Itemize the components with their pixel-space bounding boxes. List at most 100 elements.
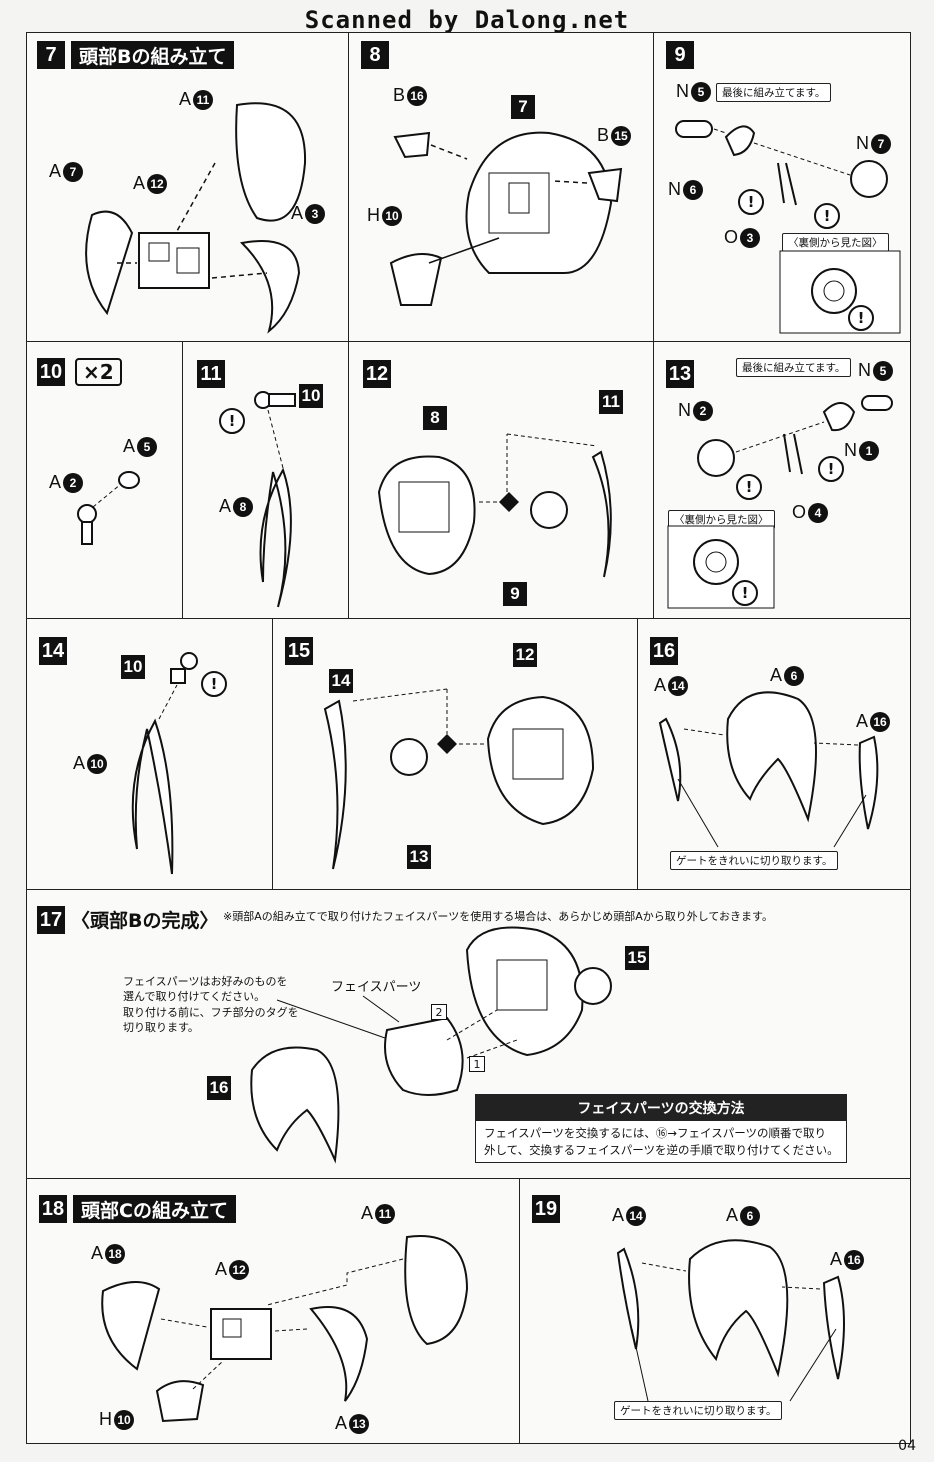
note-assemble-last: 最後に組み立てます。 (736, 358, 852, 377)
sub-assembly-tag: 11 (599, 390, 623, 414)
step-7-illustration (85, 102, 307, 334)
warning-icon: ! (848, 305, 874, 331)
step-10-illustration (77, 471, 140, 545)
sub-assembly-tag: 8 (423, 406, 447, 430)
sub-assembly-tag: 16 (207, 1076, 231, 1100)
warning-icon: ! (736, 474, 762, 500)
step-18-illustration (101, 1235, 469, 1423)
step-number: 13 (666, 360, 694, 388)
step-9-illustration (675, 120, 901, 334)
quantity-badge: ×2 (75, 358, 122, 386)
sub-assembly-tag: 14 (329, 669, 353, 693)
note-assemble-last: 最後に組み立てます。 (716, 83, 832, 102)
step-number: 16 (650, 637, 678, 665)
face-exchange-box: フェイスパーツの交換方法 フェイスパーツを交換するには、⑯→フェイスパーツの順番… (475, 1094, 847, 1164)
step-8-illustration (389, 131, 623, 306)
sub-assembly-tag: 13 (407, 845, 431, 869)
note-cut-gates: ゲートをきれいに切り取ります。 (670, 851, 839, 870)
order-marker: 1 (469, 1056, 485, 1072)
step-number: 8 (361, 41, 389, 69)
step-number: 17 (37, 906, 65, 934)
sub-assembly-tag: 9 (503, 582, 527, 606)
step-title: 頭部Bの組み立て (71, 41, 235, 69)
step-number: 18 (39, 1195, 67, 1223)
step-number: 12 (363, 360, 391, 388)
step-19-illustration (616, 1239, 845, 1402)
warning-icon: ! (738, 189, 764, 215)
step-number: 14 (39, 637, 67, 665)
warning-icon: ! (732, 580, 758, 606)
sub-assembly-tag: 12 (513, 643, 537, 667)
step-number: 15 (285, 637, 313, 665)
face-exchange-title: フェイスパーツの交換方法 (476, 1095, 846, 1121)
warning-icon: ! (818, 456, 844, 482)
step-17-panel: 17 〈頭部Bの完成〉 ※頭部Aの組み立てで取り付けたフェイスパーツを使用する場… (26, 889, 911, 1179)
step-15-panel: 15 14 12 13 (272, 618, 638, 890)
page-number: 04 (898, 1438, 916, 1454)
sub-assembly-tag: 10 (121, 655, 145, 679)
note-back-view: 〈裏側から見た図〉 (782, 233, 889, 252)
step-15-illustration (323, 688, 595, 870)
step-14-illustration (131, 652, 198, 875)
face-part-instructions: フェイスパーツはお好みのものを 選んで取り付けてください。 取り付ける前に、フチ… (123, 975, 299, 1035)
step-12-illustration (377, 433, 612, 578)
warning-icon: ! (219, 408, 245, 434)
step-12-panel: 12 8 11 9 (348, 341, 654, 619)
step-16-illustration (658, 691, 879, 848)
step-number: 9 (666, 41, 694, 69)
face-exchange-body: フェイスパーツを交換するには、⑯→フェイスパーツの順番で取り 外して、交換するフ… (484, 1126, 839, 1157)
step-number: 19 (532, 1195, 560, 1223)
step-number: 11 (197, 360, 225, 388)
step-11-illustration (254, 391, 296, 608)
step-number: 7 (37, 41, 65, 69)
sub-assembly-tag: 10 (299, 384, 323, 408)
warning-icon: ! (201, 671, 227, 697)
note-cut-gates: ゲートをきれいに切り取ります。 (614, 1401, 783, 1420)
sub-assembly-tag: 7 (511, 95, 535, 119)
step-13-illustration (667, 395, 893, 609)
step-17-illustration (250, 926, 612, 1164)
step-title: 〈頭部Bの完成〉 (71, 910, 219, 932)
warning-icon: ! (814, 203, 840, 229)
order-marker: 2 (431, 1004, 447, 1020)
